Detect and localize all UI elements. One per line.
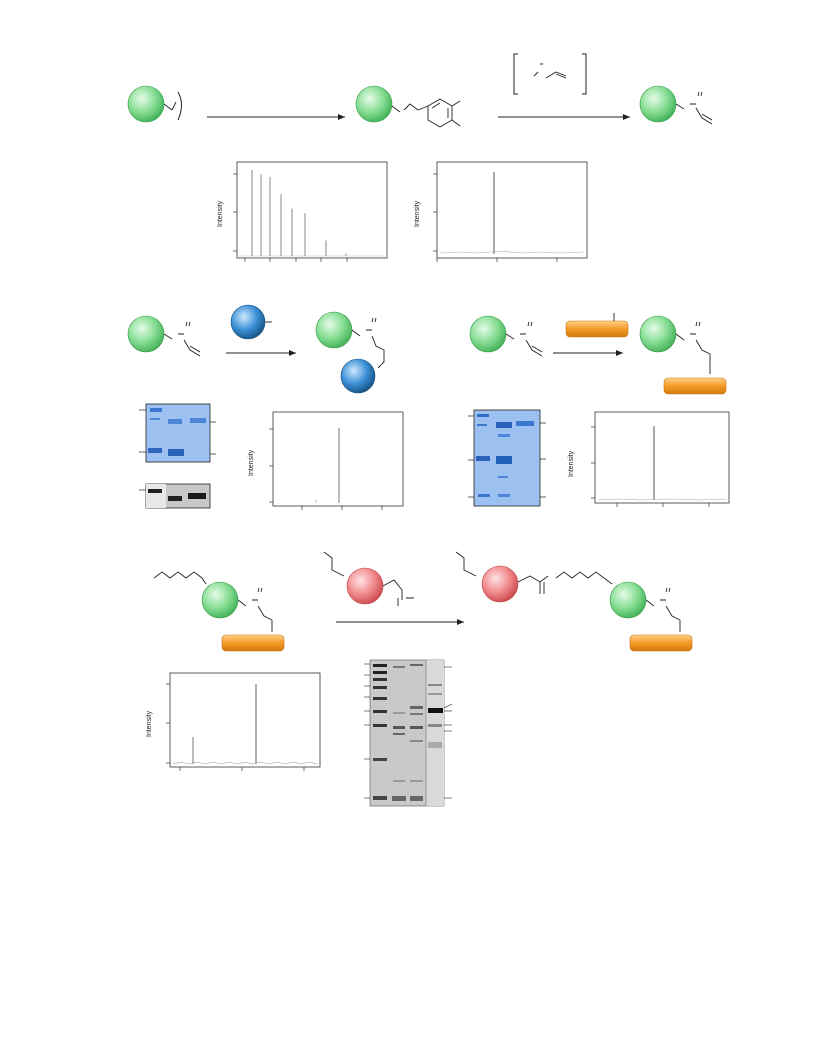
row1-scheme: [127, 53, 713, 128]
orange-peptide-tag: [629, 634, 693, 652]
y-axis-label: Intensity: [568, 450, 575, 477]
green-protein-sphere: [127, 85, 165, 123]
y-axis-label: Intensity: [414, 200, 421, 227]
dha-residue: [675, 91, 713, 125]
blue-protein-sphere: [230, 304, 266, 340]
thioether-linker: [351, 317, 385, 369]
peak-group: [251, 170, 347, 256]
red-protein-sphere: [346, 567, 384, 605]
green-protein-sphere: [201, 581, 239, 619]
green-protein-sphere: [639, 315, 677, 353]
orange-peptide-tag: [221, 634, 285, 652]
orange-peptide-tag: [565, 320, 629, 338]
green-protein-sphere: [355, 85, 393, 123]
sds-page-gel: [364, 659, 453, 807]
red-protein-sphere: [481, 565, 519, 603]
ms-spectrum-bottom: Intensity: [146, 672, 321, 771]
red-sphere-linker: [455, 551, 477, 577]
benzene-ring: [427, 98, 453, 128]
ms-spectrum-top-right: Intensity: [414, 161, 588, 262]
coomassie-gel-left: [139, 403, 216, 463]
red-sphere-linker: [323, 551, 345, 577]
green-protein-sphere: [315, 311, 353, 349]
green-protein-sphere: [469, 315, 507, 353]
western-blot-left: [139, 483, 211, 509]
row2-scheme-right: [469, 313, 727, 395]
baseline-noise: [172, 761, 318, 765]
red-sphere-arm: [382, 579, 414, 606]
y-axis-label: Intensity: [146, 710, 153, 737]
dha-residue: [505, 321, 543, 357]
ms-spectrum-middle-left: Intensity: [248, 411, 404, 510]
y-axis-label: Intensity: [248, 449, 255, 476]
thioether-linker: [237, 587, 273, 632]
orange-peptide-tag: [663, 377, 727, 395]
thioether-linker: [645, 587, 681, 632]
aryl-substituents: [417, 100, 461, 127]
ms-spectrum-top-left: Intensity: [217, 161, 388, 262]
green-protein-sphere: [127, 315, 165, 353]
bracket: [177, 91, 182, 121]
baseline-noise: [439, 250, 585, 254]
baseline-noise: [597, 498, 727, 501]
row2-scheme-left: [127, 304, 385, 394]
aryl-linker: [391, 103, 419, 113]
y-axis-label: Intensity: [217, 200, 224, 227]
alkyl-chain: [555, 571, 613, 585]
green-protein-sphere: [639, 85, 677, 123]
ms-spectrum-middle-right: Intensity: [568, 411, 730, 507]
coomassie-gel-right: [468, 409, 546, 507]
green-protein-sphere: [609, 581, 647, 619]
dha-residue: [163, 321, 201, 357]
reagent-vinyl: [533, 63, 567, 79]
conjugate-linker: [517, 575, 549, 594]
row3-scheme: [153, 551, 693, 652]
bond-line: [163, 101, 177, 111]
reagent-bracket-left: [513, 53, 518, 95]
blue-protein-sphere: [340, 358, 376, 394]
reagent-bracket-right: [582, 53, 587, 95]
alkyl-chain: [153, 571, 207, 585]
thioether-linker: [675, 321, 711, 374]
